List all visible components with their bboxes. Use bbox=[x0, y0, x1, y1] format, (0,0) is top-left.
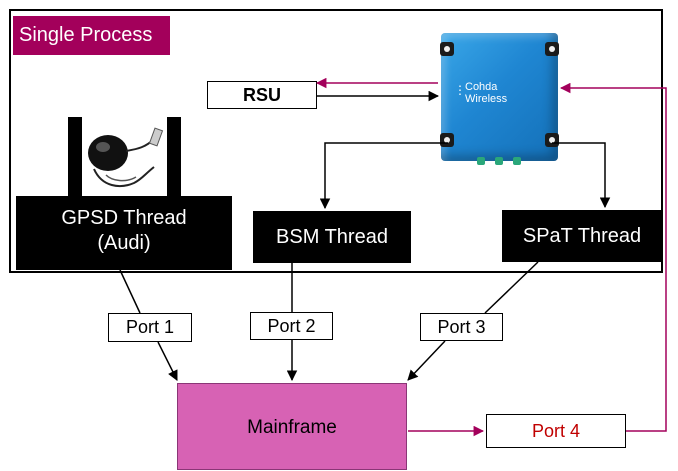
port-2-box: Port 2 bbox=[250, 312, 333, 340]
single-process-label: Single Process bbox=[13, 16, 170, 55]
antenna-port-icon bbox=[495, 157, 503, 165]
port-3-box: Port 3 bbox=[420, 313, 503, 341]
cohda-wireless-unit-icon: ⋮ Cohda Wireless bbox=[440, 33, 559, 165]
gpsd-holder-right bbox=[167, 117, 181, 198]
device-brand: Cohda Wireless bbox=[465, 81, 507, 105]
port3-to-mainframe-arrow bbox=[407, 340, 446, 381]
gpsd-thread-title: GPSD Thread bbox=[61, 207, 187, 229]
rsu-box: RSU bbox=[207, 81, 317, 109]
spat-thread-box: SPaT Thread bbox=[502, 210, 662, 262]
mount-hole-icon bbox=[440, 42, 454, 56]
gpsd-to-port1-line bbox=[119, 269, 141, 314]
bsm-thread-box: BSM Thread bbox=[253, 211, 411, 263]
gpsd-thread-subtitle: (Audi) bbox=[97, 232, 151, 254]
mount-hole-icon bbox=[440, 133, 454, 147]
port1-to-mainframe-arrow bbox=[157, 341, 178, 381]
device-brand-line2: Wireless bbox=[465, 93, 508, 105]
gpsd-thread-box: GPSD Thread (Audi) bbox=[16, 196, 232, 270]
antenna-port-icon bbox=[477, 157, 485, 165]
mount-hole-icon bbox=[545, 42, 559, 56]
port-4-box: Port 4 bbox=[486, 414, 626, 448]
device-brand-line1: Cohda bbox=[465, 81, 498, 93]
cohda-logo-icon: ⋮ bbox=[454, 83, 466, 97]
gpsd-holder-left bbox=[68, 117, 82, 198]
antenna-port-icon bbox=[513, 157, 521, 165]
port-1-box: Port 1 bbox=[108, 313, 192, 342]
mainframe-box: Mainframe bbox=[177, 383, 407, 470]
mount-hole-icon bbox=[545, 133, 559, 147]
gps-puck-icon bbox=[88, 127, 164, 187]
